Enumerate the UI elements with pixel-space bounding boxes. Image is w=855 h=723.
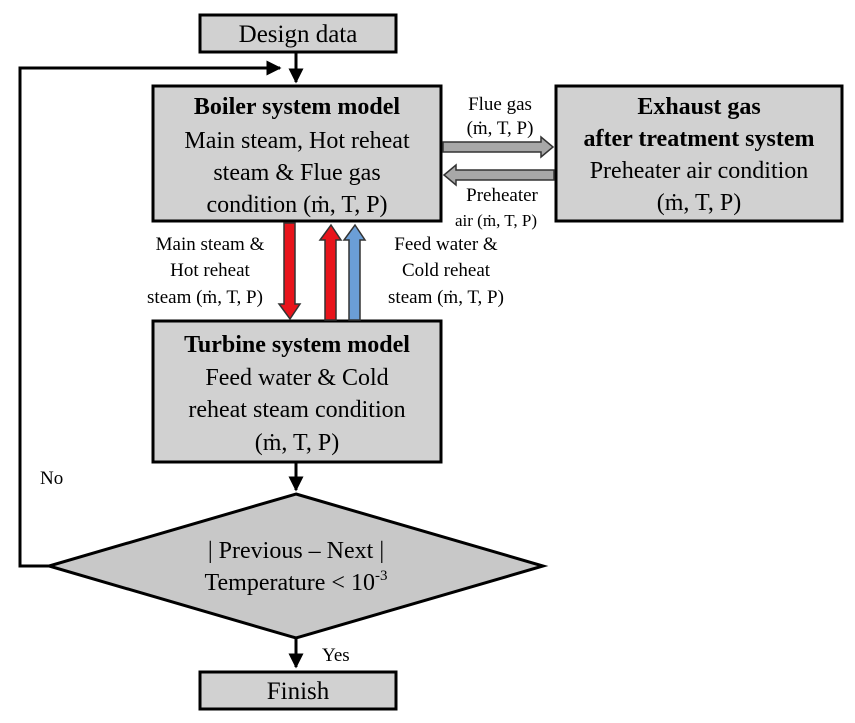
boiler-line-1: Main steam, Hot reheat [184,128,410,154]
turbine-line-2: reheat steam condition [188,397,405,423]
yes-label: Yes [322,645,350,666]
turbine-title: Turbine system model [184,332,410,358]
exhaust-title-line-1: Exhaust gas [637,94,760,120]
cold-reheat-arrow [318,223,343,321]
feed-water-arrow [342,223,367,321]
decision-line-1: | Previous – Next | [208,538,384,564]
flue-gas-label: Flue gas [468,94,532,115]
flue-gas-params: (ṁ, T, P) [467,118,534,139]
turbine-line-3: (ṁ, T, P) [255,430,339,456]
exhaust-system-node: Exhaust gas after treatment system Prehe… [554,84,844,223]
flue-gas-arrow [442,135,555,159]
main-steam-label-1: Main steam & [156,234,265,255]
no-label: No [40,468,63,489]
preheater-air-arrow [442,163,555,187]
boiler-title: Boiler system model [194,94,401,120]
no-loop-arrow [18,60,282,568]
finish-label: Finish [267,678,330,705]
main-steam-label-3: steam (ṁ, T, P) [147,287,263,308]
design-data-label: Design data [239,21,358,48]
exhaust-title-line-2: after treatment system [583,126,814,152]
decision-line-2: Temperature < 10-3 [205,568,388,596]
finish-node: Finish [198,670,398,711]
main-steam-label-2: Hot reheat [170,260,250,281]
feed-water-label-3: steam (ṁ, T, P) [388,287,504,308]
design-data-node: Design data [198,13,398,54]
feed-water-label-2: Cold reheat [402,260,491,281]
turbine-line-1: Feed water & Cold [205,365,388,391]
exhaust-line-1: Preheater air condition [590,158,809,184]
preheater-air-label: Preheater [466,185,538,206]
main-steam-arrow [277,222,302,321]
boiler-line-3: condition (ṁ, T, P) [206,192,387,218]
turbine-system-node: Turbine system model Feed water & Cold r… [151,319,443,464]
boiler-system-node: Boiler system model Main steam, Hot rehe… [151,84,443,223]
boiler-line-2: steam & Flue gas [213,160,380,186]
preheater-air-params: air (ṁ, T, P) [455,211,537,230]
convergence-decision-node: | Previous – Next | Temperature < 10-3 [43,492,549,640]
feed-water-label-1: Feed water & [394,234,498,255]
exhaust-line-2: (ṁ, T, P) [657,190,741,216]
